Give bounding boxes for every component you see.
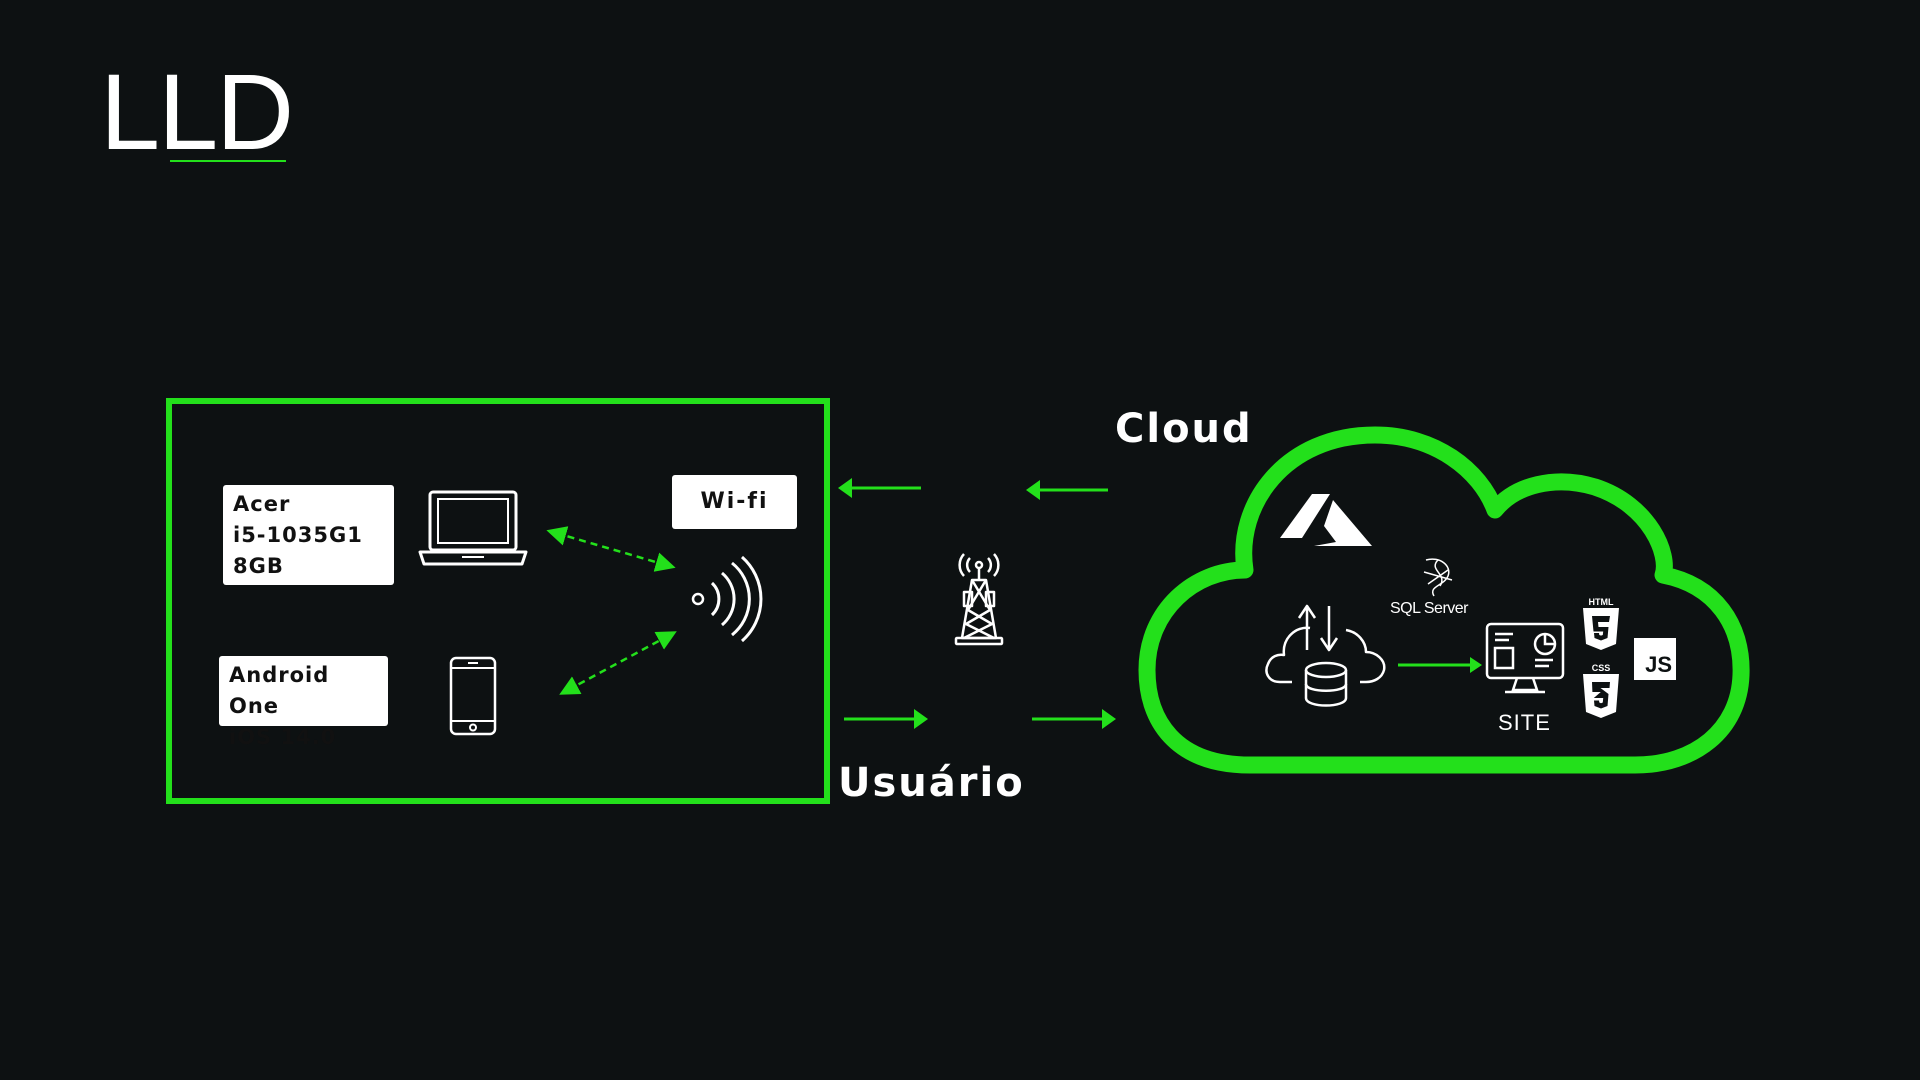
arrow-user-to-tower	[844, 709, 928, 729]
cloud-database-icon	[1265, 604, 1386, 707]
smartphone-icon	[449, 656, 497, 736]
phone-spec-tag: Android One iOS 14.0	[219, 656, 388, 749]
cloud-zone-label: Cloud	[1115, 406, 1253, 452]
javascript-logo-icon: JS	[1634, 638, 1676, 680]
laptop-spec-tag: Acer i5-1035G1 8GB	[223, 485, 394, 585]
cell-tower-icon	[954, 553, 1004, 646]
arrow-tower-to-user	[838, 478, 921, 498]
laptop-spec-brand: Acer	[233, 492, 291, 516]
laptop-wifi-link	[546, 526, 676, 572]
page-title: LLD	[100, 51, 294, 172]
phone-spec-ios: iOS 14.0	[229, 725, 337, 749]
cloud-shape	[1138, 426, 1750, 774]
laptop-icon	[418, 490, 528, 566]
wifi-signal-icon	[691, 555, 763, 643]
arrow-db-to-site	[1398, 657, 1482, 673]
css3-label: CSS	[1592, 663, 1611, 673]
arrow-tower-to-cloud	[1032, 709, 1116, 729]
laptop-spec-ram: 8GB	[233, 554, 284, 578]
user-zone-label: Usuário	[838, 760, 1025, 806]
sql-server-label: SQL Server	[1390, 600, 1469, 617]
sql-server-logo-icon	[1423, 558, 1453, 597]
arrow-cloud-to-tower	[1026, 480, 1108, 500]
html5-label: HTML	[1589, 597, 1614, 607]
laptop-spec-cpu: i5-1035G1	[233, 523, 363, 547]
azure-logo-icon	[1280, 494, 1372, 546]
site-label: SITE	[1498, 710, 1551, 735]
user-zone-box	[166, 398, 830, 804]
title-underline	[170, 160, 286, 162]
wifi-tag: Wi-fi	[672, 475, 797, 529]
dashboard-monitor-icon	[1485, 622, 1565, 694]
phone-spec-android: Android One	[229, 663, 330, 718]
html5-logo-icon: HTML	[1583, 597, 1619, 650]
phone-wifi-link	[559, 631, 677, 695]
css3-logo-icon: CSS	[1583, 663, 1619, 718]
